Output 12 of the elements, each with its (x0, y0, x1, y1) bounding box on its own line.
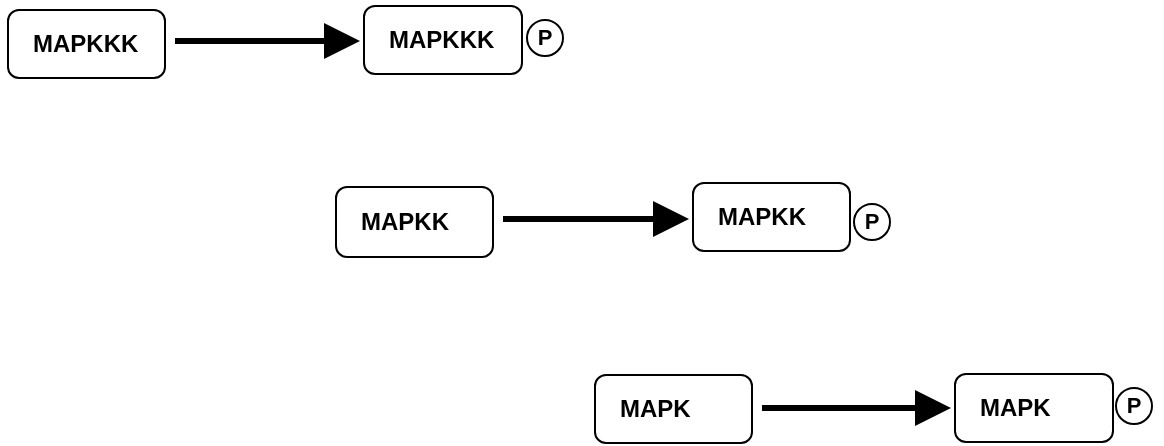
kinase-box: MAPKKK (363, 5, 523, 75)
kinase-box: MAPK (594, 374, 753, 444)
kinase-box: MAPKK (335, 186, 494, 258)
phosphate-circle: P (526, 19, 564, 57)
arrow (175, 23, 360, 59)
kinase-box: MAPKK (692, 182, 851, 252)
kinase-box: MAPK (954, 373, 1114, 443)
phosphate-circle: P (1115, 387, 1153, 425)
arrow (762, 390, 951, 426)
arrow (503, 201, 689, 237)
phosphate-circle: P (853, 203, 891, 241)
kinase-box: MAPKKK (7, 9, 166, 79)
